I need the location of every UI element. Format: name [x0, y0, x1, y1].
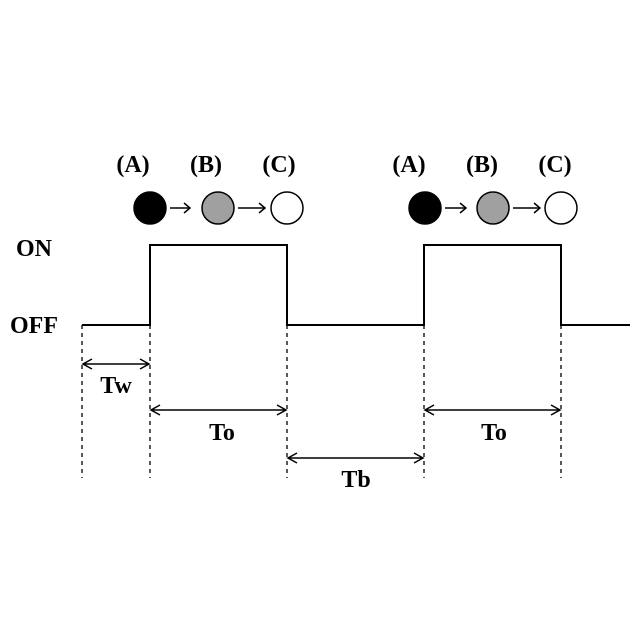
right-arrow-icon: [513, 203, 540, 213]
signal-waveform: [82, 245, 630, 325]
state-b-circle: [477, 192, 509, 224]
sequence-label-c: (C): [538, 152, 571, 178]
state-a-circle: [409, 192, 441, 224]
sequence-label-b: (B): [190, 152, 222, 178]
on-level-label: ON: [16, 236, 53, 262]
state-c-circle: [545, 192, 577, 224]
right-arrow-icon: [238, 203, 265, 213]
tw-dimension: Tw: [83, 359, 149, 399]
state-a-circle: [134, 192, 166, 224]
to-label-2: To: [481, 420, 507, 446]
to-dimension-2: To: [425, 405, 560, 446]
sequence-label-a: (A): [116, 152, 149, 178]
state-c-circle: [271, 192, 303, 224]
state-sequence-2: (A) (B) (C): [392, 152, 577, 224]
tb-dimension: Tb: [288, 453, 423, 493]
right-arrow-icon: [445, 203, 466, 213]
sequence-label-c: (C): [262, 152, 295, 178]
to-label-1: To: [209, 420, 235, 446]
off-level-label: OFF: [10, 313, 58, 339]
state-b-circle: [202, 192, 234, 224]
tb-label: Tb: [341, 467, 370, 493]
right-arrow-icon: [170, 203, 190, 213]
sequence-label-b: (B): [466, 152, 498, 178]
to-dimension-1: To: [151, 405, 286, 446]
tw-label: Tw: [100, 373, 132, 399]
state-sequence-1: (A) (B) (C): [116, 152, 303, 224]
sequence-label-a: (A): [392, 152, 425, 178]
